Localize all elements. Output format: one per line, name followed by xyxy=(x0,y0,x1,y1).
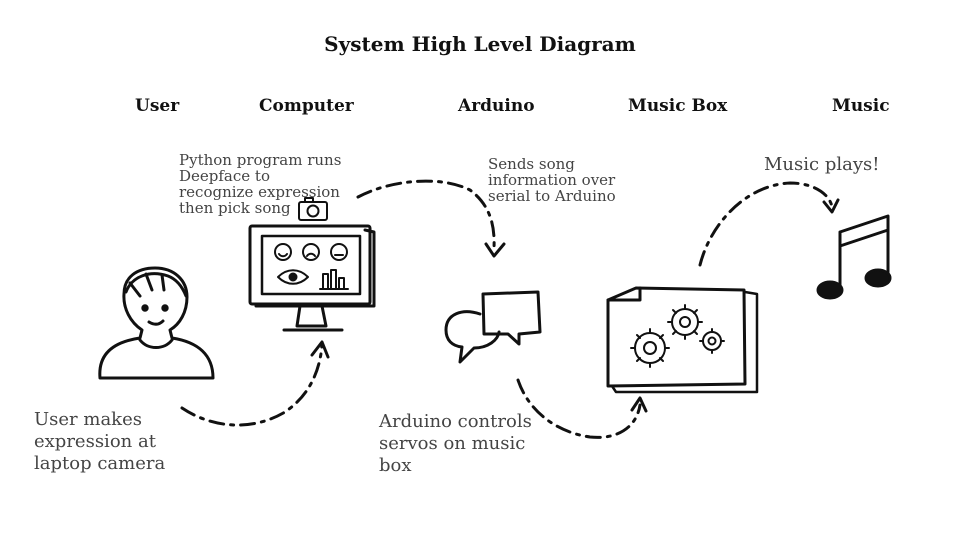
flow-arrow-music-box-to-music xyxy=(698,181,834,267)
music-note-icon xyxy=(816,214,892,300)
arrowhead-music-box xyxy=(630,396,648,413)
note-computer: Python program runs Deepface to recogniz… xyxy=(179,151,342,217)
note-arduino-servos: Arduino controls servos on music box xyxy=(379,411,532,476)
flow-arrow-computer-to-arduino xyxy=(356,179,496,250)
note-user-expression: User makes expression at laptop camera xyxy=(34,409,166,474)
note-arduino-serial: Sends song information over serial to Ar… xyxy=(488,155,616,205)
computer-monitor-icon xyxy=(248,224,376,332)
flow-arrow-arduino-to-music-box xyxy=(516,378,642,439)
flow-arrow-user-to-computer xyxy=(180,343,324,427)
column-header-arduino: Arduino xyxy=(458,96,535,116)
camera-icon xyxy=(298,197,328,221)
column-header-user: User xyxy=(135,96,180,116)
arrowhead-music xyxy=(822,198,840,214)
diagram-title: System High Level Diagram xyxy=(324,32,636,56)
note-music-plays: Music plays! xyxy=(764,154,880,175)
speech-bubbles-icon xyxy=(444,290,542,364)
arrowhead-computer xyxy=(310,340,330,359)
column-header-music: Music xyxy=(832,96,890,116)
gears-box-icon xyxy=(606,286,759,394)
column-header-computer: Computer xyxy=(259,96,354,116)
column-header-music-box: Music Box xyxy=(628,96,728,116)
arrowhead-arduino xyxy=(484,242,506,258)
person-bust-icon xyxy=(98,266,215,380)
